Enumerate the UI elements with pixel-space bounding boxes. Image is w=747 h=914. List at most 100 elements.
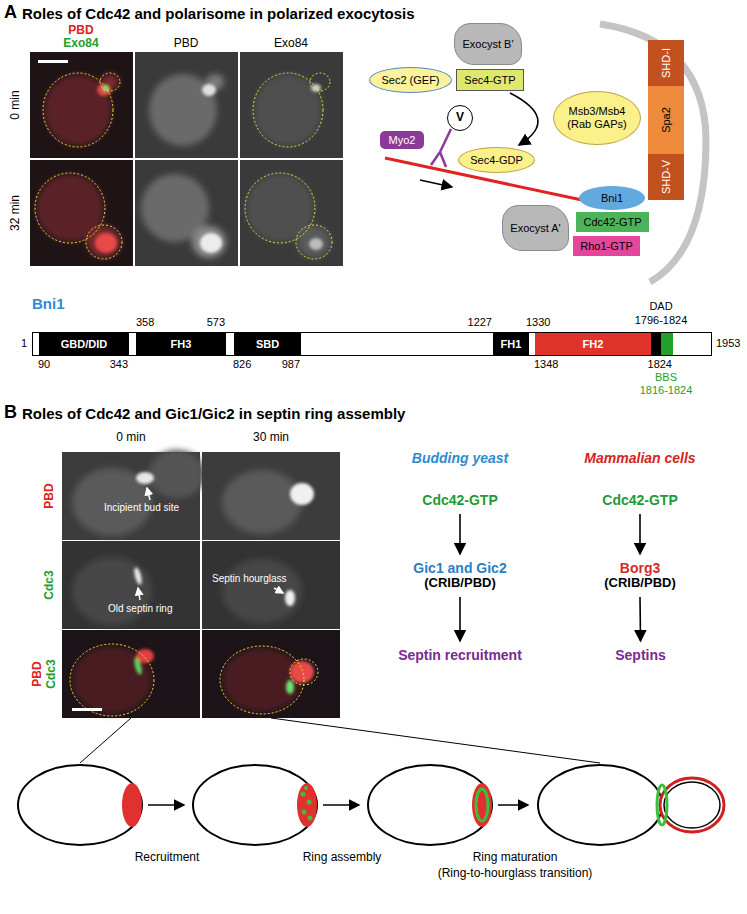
node-text: Borg3 <box>620 560 660 576</box>
text-label: PBD <box>43 483 57 508</box>
gap-ellipse: Msb3/Msb4 (Rab GAPs) <box>553 91 641 145</box>
drawing-rect <box>30 52 133 158</box>
drawing-g <box>36 174 121 258</box>
node-text: Cdc42-GTP <box>602 492 677 508</box>
drawing-ellipse <box>202 84 216 96</box>
drawing-path <box>440 129 451 152</box>
drawing-line <box>323 804 359 806</box>
drawing-ellipse <box>149 450 205 498</box>
micrograph-b <box>62 630 200 718</box>
drawing-ellipse <box>664 782 720 828</box>
node-text: Cdc42-GTP <box>422 492 497 508</box>
node-text: (CRIB/PBD) <box>604 576 676 591</box>
text-label: A <box>4 2 17 23</box>
drawing-g <box>95 233 117 253</box>
drawing-ellipse <box>149 74 217 146</box>
node-text: SHD-I <box>660 48 673 78</box>
text-label: Ring maturation <box>473 851 558 865</box>
drawing-g <box>222 559 302 623</box>
rab-ellipse: Sec4-GDP <box>458 147 535 173</box>
drawing-ellipse <box>290 661 314 683</box>
drawing-line <box>138 588 140 600</box>
drawing-ellipse <box>133 567 143 586</box>
node-text: Msb3/Msb4 (Rab GAPs) <box>565 105 629 130</box>
drawing-circle <box>307 800 312 805</box>
drawing-circle <box>304 786 308 790</box>
text-label: 1824 <box>648 358 672 371</box>
text-label: Exo84 <box>274 37 308 51</box>
text-label: PBD <box>174 37 199 51</box>
drawing-ellipse <box>472 783 492 827</box>
drawing-circle <box>308 816 313 821</box>
drawing-line <box>147 488 150 500</box>
drawing-ellipse <box>311 84 321 92</box>
drawing-rect <box>135 160 238 266</box>
node-text: Septins <box>615 647 666 663</box>
node-text: Spa2 <box>660 107 673 133</box>
drawing-g <box>309 238 323 250</box>
drawing-ellipse <box>122 783 142 827</box>
drawing-path <box>431 152 440 165</box>
domain-block: FH1 <box>493 333 529 355</box>
drawing-g <box>246 174 331 258</box>
drawing-line <box>274 588 283 593</box>
node-text: SHD-V <box>660 160 673 194</box>
micrograph-b <box>62 450 205 540</box>
text-label: 90 <box>38 358 50 371</box>
drawing-ellipse <box>660 778 724 832</box>
micrograph-a <box>135 160 238 266</box>
drawing-g <box>311 84 321 92</box>
text-label: 1796-1824 <box>635 314 688 327</box>
text-label: Cdc3 <box>45 659 59 688</box>
drawing-circle <box>301 792 306 797</box>
node-text: Exocyst A' <box>510 222 560 235</box>
drawing-g <box>254 74 322 146</box>
text-label: Cdc3 <box>43 570 57 599</box>
drawing-rect <box>240 160 343 266</box>
micrograph-a <box>30 160 133 266</box>
drawing-line <box>498 804 528 806</box>
pathway-node: Cdc42-GTP <box>417 489 503 511</box>
leader-lines <box>80 718 600 763</box>
domain-block: GBD/DID <box>39 333 129 355</box>
drawing-ellipse <box>253 73 323 147</box>
drawing-g <box>133 567 143 586</box>
node-text: FH3 <box>171 338 192 351</box>
text-label: 32 min <box>9 195 23 231</box>
drawing-rect <box>202 541 340 629</box>
drawing-rect <box>62 541 200 629</box>
text-label: B <box>4 402 17 423</box>
text-label: 987 <box>282 358 300 371</box>
text-label: PBD <box>31 661 45 686</box>
text-label: 1953 <box>716 337 740 350</box>
pathway-node: Gic1 and Gic2(CRIB/PBD) <box>408 557 512 594</box>
text-label: Incipient bud site <box>104 502 179 514</box>
drawing-rect <box>72 708 102 711</box>
drawing-ellipse <box>538 765 662 845</box>
drawing-rect <box>202 630 340 718</box>
text-label: 1348 <box>534 358 558 371</box>
drawing-ellipse <box>220 646 304 714</box>
micrograph-a <box>135 52 238 158</box>
node-text: Gic1 and Gic2 <box>413 560 506 576</box>
gtpase-box: Cdc42-GTP <box>576 212 649 232</box>
drawing-ellipse <box>290 483 314 505</box>
drawing-g <box>202 84 216 96</box>
drawing-ellipse <box>70 644 154 716</box>
node-text: Septin recruitment <box>398 647 522 663</box>
drawing-ellipse <box>296 225 332 259</box>
bar-heading: Bni1 <box>32 295 65 312</box>
drawing-ellipse <box>193 765 317 845</box>
text-label: 826 <box>233 358 251 371</box>
node-text: Sec2 (GEF) <box>381 74 439 87</box>
text-label: Roles of Cdc42 and polarisome in polariz… <box>22 5 415 22</box>
text-label: 358 <box>136 316 154 329</box>
drawing-circle <box>302 810 307 815</box>
domain-block: FH3 <box>136 333 226 355</box>
drawing-line <box>148 804 184 806</box>
drawing-rect <box>202 452 340 540</box>
gtpase-box: Rho1-GTP <box>573 236 640 256</box>
text-label: DAD <box>649 300 672 313</box>
drawing-ellipse <box>18 765 142 845</box>
